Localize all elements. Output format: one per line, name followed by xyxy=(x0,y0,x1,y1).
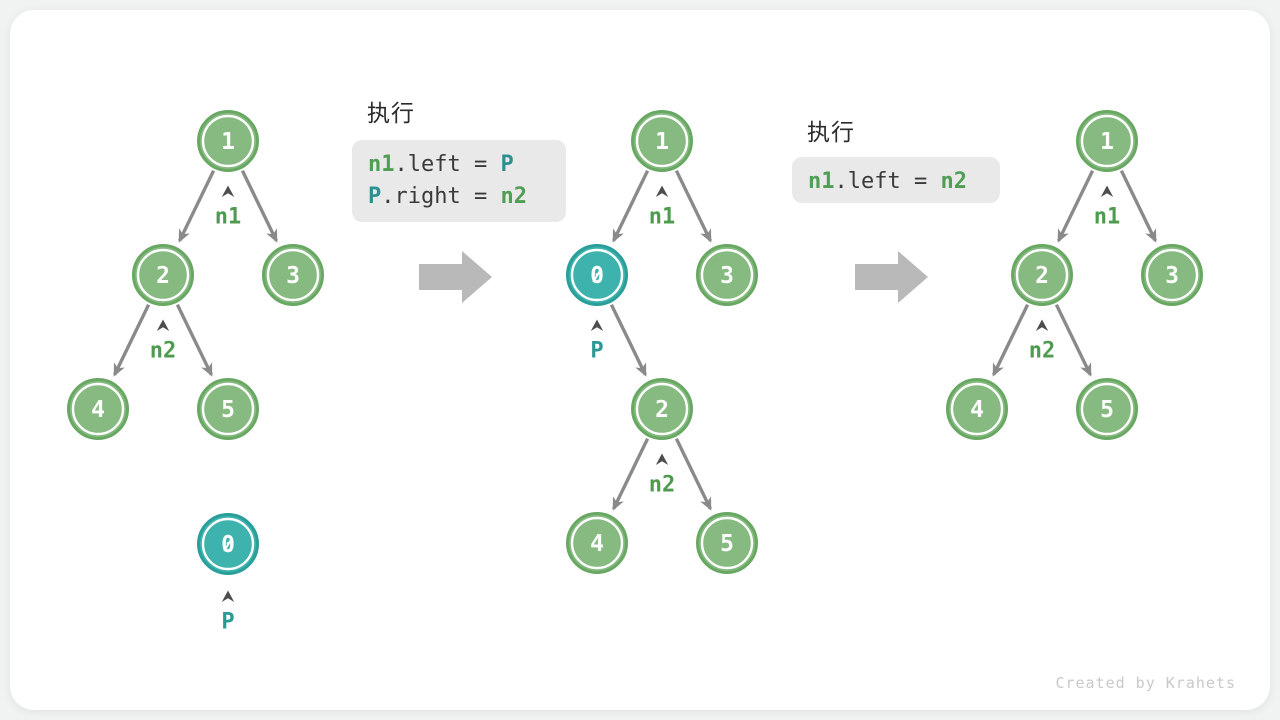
node-value: 4 xyxy=(590,531,604,557)
tree-edge xyxy=(612,437,650,511)
code-token: P xyxy=(368,184,382,209)
code-token: P xyxy=(500,152,514,177)
node-value: 3 xyxy=(720,263,734,289)
caret-up-icon xyxy=(221,185,235,197)
code-token: n1 xyxy=(368,152,395,177)
tree-node: 4 xyxy=(946,378,1008,440)
pointer-label: n2 xyxy=(150,339,177,364)
pointer-label: n1 xyxy=(649,205,676,230)
node-value: 2 xyxy=(655,397,669,423)
node-value: 1 xyxy=(221,129,235,155)
tree-node: 5 xyxy=(696,512,758,574)
tree-edge xyxy=(1057,169,1095,243)
node-value: 4 xyxy=(970,397,984,423)
code-line: n1.left = P xyxy=(368,149,550,181)
caret-up-icon xyxy=(221,590,235,602)
pointer-label: P xyxy=(590,339,603,364)
caret-up-icon xyxy=(655,185,669,197)
tree-node: 4 xyxy=(566,512,628,574)
tree-node: 3 xyxy=(696,244,758,306)
tree-after-remove: 1 2 3 4 5 n1 n2 xyxy=(946,110,1203,440)
tree-edge xyxy=(113,303,151,377)
tree-node: 1 xyxy=(631,110,693,172)
tree-before: 1 2 3 4 5 0 n1 n2P xyxy=(67,110,324,635)
tree-edge xyxy=(240,169,278,243)
caret-up-icon xyxy=(1035,319,1049,331)
code-line: n1.left = n2 xyxy=(808,166,984,198)
tree-node: 0 xyxy=(566,244,628,306)
node-value: 5 xyxy=(720,531,734,557)
pointer-label: P xyxy=(221,610,234,635)
tree-edge xyxy=(175,303,213,377)
node-value: 4 xyxy=(91,397,105,423)
caret-up-icon xyxy=(655,453,669,465)
tree-edge xyxy=(178,169,216,243)
code-line: P.right = n2 xyxy=(368,181,550,213)
pointer-label: n2 xyxy=(1029,339,1056,364)
node-value: 5 xyxy=(221,397,235,423)
tree-node: 4 xyxy=(67,378,129,440)
tree-node: 2 xyxy=(631,378,693,440)
caret-up-icon xyxy=(156,319,170,331)
node-value: 1 xyxy=(655,129,669,155)
tree-edge xyxy=(1119,169,1157,243)
caret-up-icon xyxy=(590,319,604,331)
tree-node: 5 xyxy=(1076,378,1138,440)
code-token: .left = xyxy=(834,169,941,194)
tree-node: 5 xyxy=(197,378,259,440)
tree-edge xyxy=(609,303,647,377)
code-token: .right = xyxy=(381,184,501,209)
pointer-label: n1 xyxy=(215,205,242,230)
node-value: 1 xyxy=(1100,129,1114,155)
code-token: n1 xyxy=(808,169,835,194)
code-block-title: 执行 xyxy=(367,100,415,126)
tree-node: 2 xyxy=(132,244,194,306)
node-value: 2 xyxy=(1035,263,1049,289)
slashed-zero-stroke xyxy=(592,268,602,283)
node-value: 5 xyxy=(1100,397,1114,423)
code-block: n1.left = n2 xyxy=(792,157,1000,203)
tree-node: 3 xyxy=(262,244,324,306)
tree-edge xyxy=(992,303,1030,377)
tree-edge xyxy=(674,437,712,511)
tree-node: 3 xyxy=(1141,244,1203,306)
caret-up-icon xyxy=(1100,185,1114,197)
transition-arrow-icon xyxy=(855,251,928,303)
code-token: n2 xyxy=(500,184,527,209)
tree-node: 1 xyxy=(197,110,259,172)
watermark: Created by Krahets xyxy=(1055,674,1236,692)
node-value: 3 xyxy=(1165,263,1179,289)
tree-edge xyxy=(1054,303,1092,377)
pointer-label: n2 xyxy=(649,473,676,498)
pointer-label: n1 xyxy=(1094,205,1121,230)
code-token: n2 xyxy=(940,169,967,194)
node-value: 3 xyxy=(286,263,300,289)
code-block-title: 执行 xyxy=(807,119,855,145)
tree-node: 1 xyxy=(1076,110,1138,172)
transition-arrow-icon xyxy=(419,251,492,303)
tree-node: 2 xyxy=(1011,244,1073,306)
slashed-zero-stroke xyxy=(223,537,233,552)
tree-edge xyxy=(612,169,650,243)
code-token: .left = xyxy=(394,152,501,177)
node-value: 2 xyxy=(156,263,170,289)
tree-node: 0 xyxy=(197,513,259,575)
tree-edge xyxy=(674,169,712,243)
